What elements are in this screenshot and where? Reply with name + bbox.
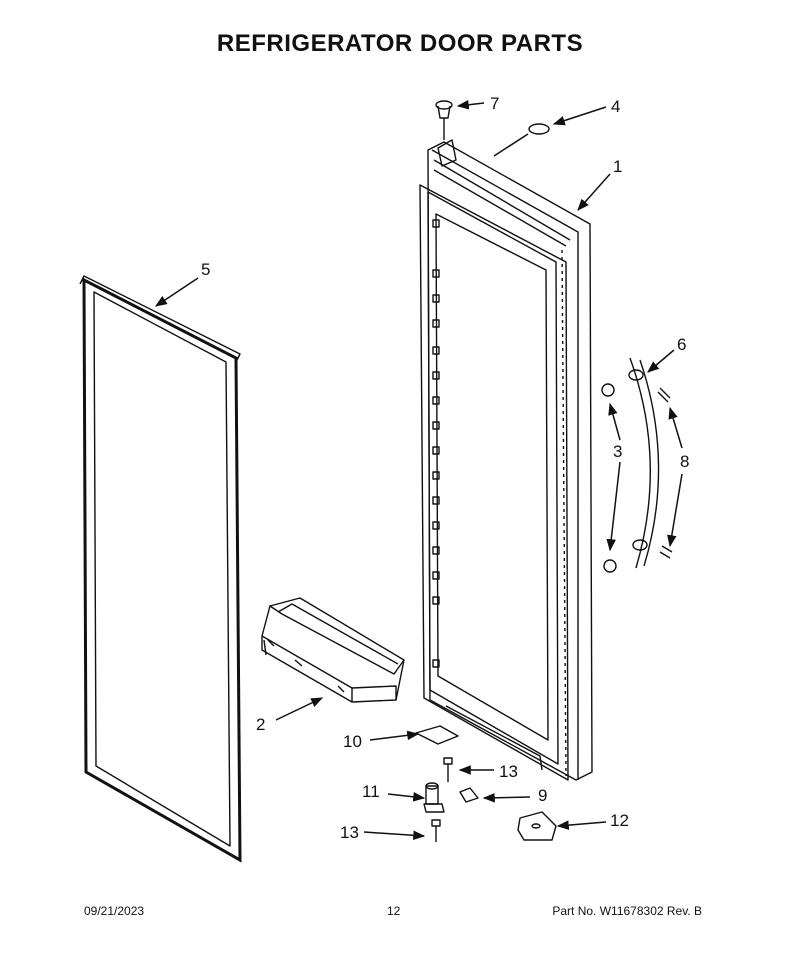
footer-part-number: Part No. W11678302 Rev. B [552, 904, 702, 918]
footer-page-number: 12 [387, 904, 401, 918]
callout-6: 6 [677, 335, 686, 354]
callout-4: 4 [611, 97, 620, 116]
shelf-rail-dimples [432, 219, 440, 668]
callout-7: 7 [490, 94, 499, 113]
callout-8: 8 [680, 452, 689, 471]
door-closure-cam [517, 811, 557, 841]
footer-date: 09/21/2023 [84, 904, 145, 918]
callout-13-upper: 13 [499, 762, 518, 781]
callout-leaders [155, 99, 683, 841]
screw-upper [443, 757, 453, 782]
callout-9: 9 [538, 786, 547, 805]
lower-hinge-pin [423, 782, 445, 813]
door-bin [261, 597, 405, 703]
callout-12: 12 [610, 811, 629, 830]
door-handle [601, 357, 673, 573]
door-gasket [79, 275, 242, 863]
door-stop [459, 787, 479, 803]
hinge-pin [435, 100, 453, 140]
bottom-hinge-bracket [415, 725, 459, 745]
callout-5: 5 [201, 260, 210, 279]
refrigerator-door [419, 139, 593, 781]
screw-lower [431, 819, 441, 842]
callout-3: 3 [613, 442, 622, 461]
callout-11: 11 [362, 782, 380, 801]
hinge-ring [528, 123, 550, 135]
page-title: REFRIGERATOR DOOR PARTS [216, 30, 584, 57]
callout-1: 1 [613, 157, 622, 176]
callout-10: 10 [343, 732, 362, 751]
callout-13-lower: 13 [340, 823, 359, 842]
callout-2: 2 [256, 715, 265, 734]
